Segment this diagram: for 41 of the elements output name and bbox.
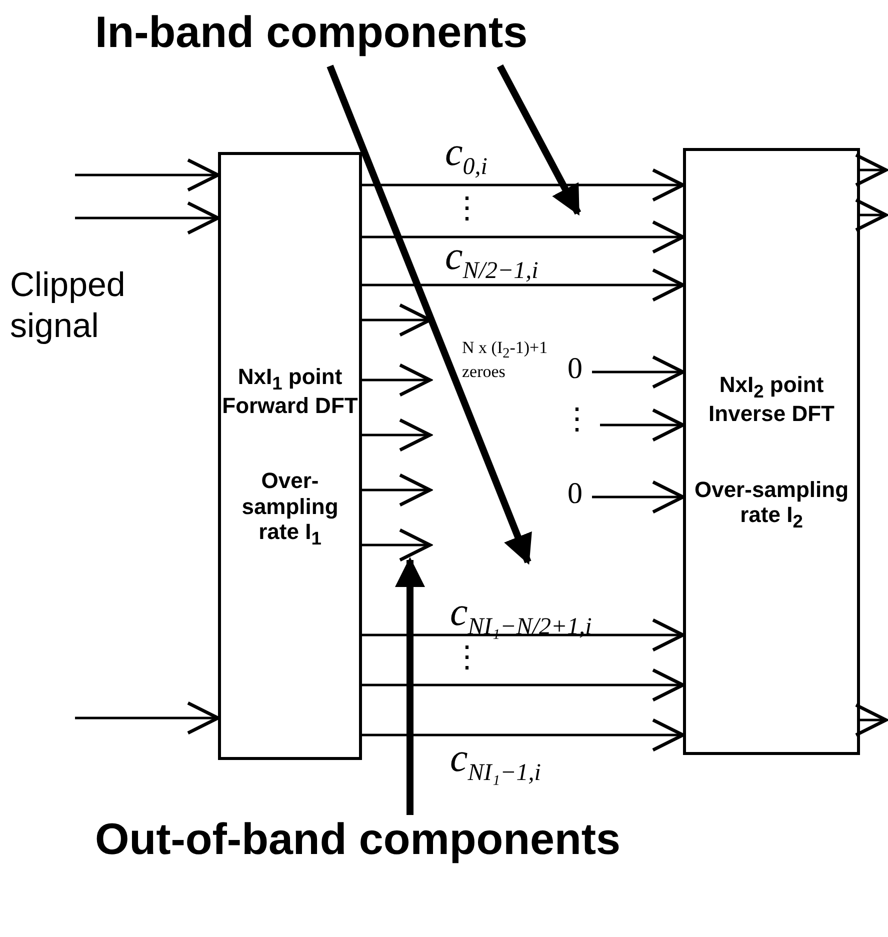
signal-arrow: [854, 198, 888, 232]
signal-arrow: [362, 528, 432, 562]
zero-symbol: 0: [558, 352, 592, 392]
zero-symbol: 0: [558, 477, 592, 517]
signal-arrow: [362, 718, 685, 752]
signal-arrow: [592, 480, 685, 514]
coefficient-label: c$_{NI₁−1,i}$: [450, 738, 541, 785]
leader-arrow: [496, 64, 582, 216]
signal-arrow: [362, 220, 685, 254]
zeros-count-label: N x (I$_{2}$-1)+1 zeroes: [462, 338, 549, 383]
block-label: Over-sampling rate I$_{2}$: [693, 476, 850, 532]
block-label: NxI$_{2}$ point Inverse DFT: [708, 372, 836, 426]
ellipsis-mark: ⋮: [562, 405, 592, 435]
signal-arrow: [362, 618, 685, 652]
block-label: Over-sampling rate I$_{1}$: [240, 468, 340, 548]
signal-arrow: [362, 168, 685, 202]
signal-arrow: [854, 153, 888, 187]
coefficient-label: c$_{NI₁−N/2+1,i}$: [450, 592, 592, 639]
signal-label: Clipped signal: [10, 265, 126, 347]
signal-arrow: [362, 418, 432, 452]
ellipsis-mark: ⋮: [452, 643, 482, 673]
ellipsis-mark: ⋮: [452, 194, 482, 224]
signal-arrow: [362, 473, 432, 507]
block-label: NxI$_{1}$ point Forward DFT: [221, 364, 359, 418]
signal-arrow: [75, 701, 220, 735]
signal-arrow: [854, 703, 888, 737]
leader-arrow: [395, 557, 425, 815]
coefficient-label: c$_{N/2−1,i}$: [445, 236, 538, 283]
coefficient-label: c$_{0,i}$: [445, 132, 488, 179]
signal-arrow: [362, 268, 685, 302]
signal-arrow: [362, 363, 432, 397]
dft-block: [683, 148, 860, 755]
signal-arrow: [592, 355, 685, 389]
signal-arrow: [600, 408, 685, 442]
callout-text: Out-of-band components: [95, 815, 795, 873]
dft-block: [218, 152, 362, 760]
signal-arrow: [75, 201, 220, 235]
signal-arrow: [362, 668, 685, 702]
callout-text: In-band components: [95, 8, 735, 66]
leader-arrow: [326, 64, 532, 565]
signal-arrow: [75, 158, 220, 192]
